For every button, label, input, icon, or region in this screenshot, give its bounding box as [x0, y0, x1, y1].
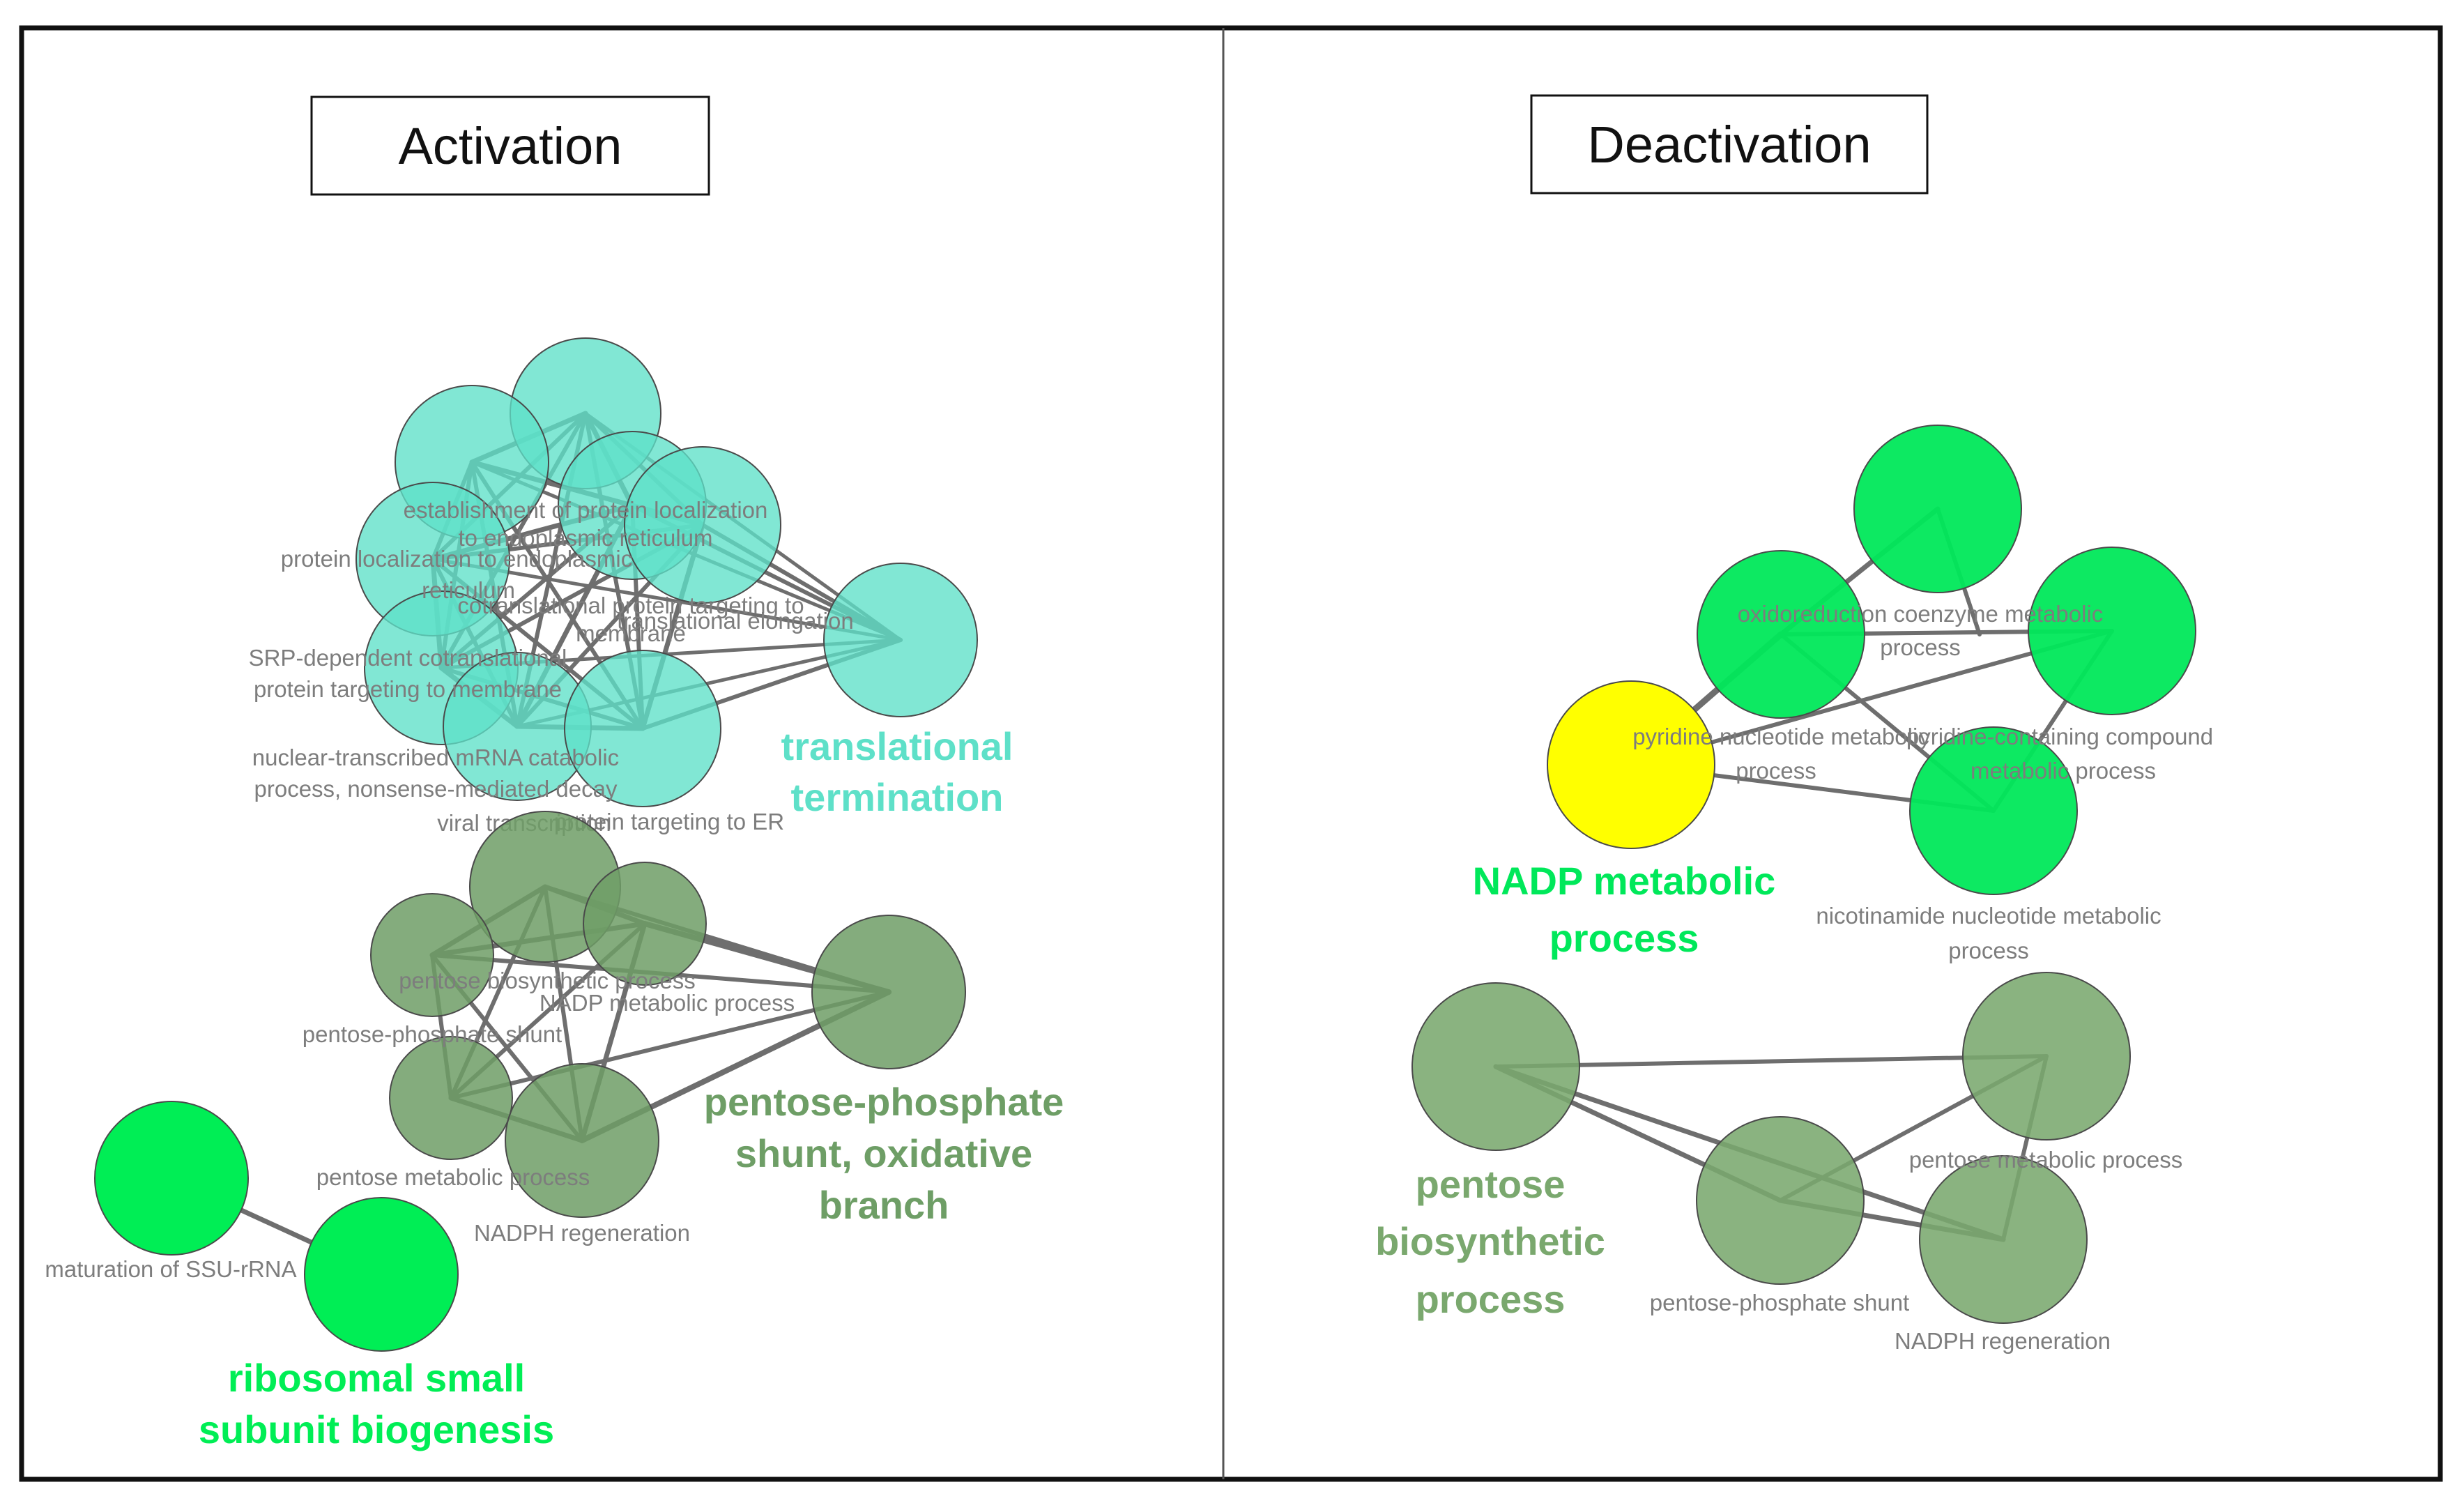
- node-pentose-activation-4[interactable]: [811, 915, 966, 1069]
- node-label: pyridine-containing compound: [1906, 724, 2213, 749]
- activation-panel: Activation: [45, 96, 1064, 1451]
- cluster-label-pentose-phosphate-line1: pentose-phosphate: [704, 1080, 1064, 1124]
- node-label: metabolic process: [1971, 758, 2156, 784]
- node-label: protein targeting to membrane: [254, 676, 562, 702]
- node-pentose-activation-2[interactable]: [583, 862, 707, 986]
- cluster-label-pentose-biosynthetic-line3: process: [1416, 1277, 1566, 1321]
- cluster-label-nadp-line2: process: [1549, 916, 1699, 960]
- cluster-label-ribosomal-line2: subunit biogenesis: [199, 1407, 554, 1451]
- node-pentose-deactivation-1[interactable]: [1411, 982, 1580, 1151]
- node-label: NADPH regeneration: [474, 1220, 690, 1246]
- node-ribosome-2[interactable]: [304, 1197, 459, 1352]
- pentose-deactivation-nodes: [1411, 972, 2131, 1324]
- node-label: process: [1948, 938, 2029, 963]
- node-pentose-deactivation-4[interactable]: [1919, 1155, 2088, 1324]
- node-pentose-deactivation-3[interactable]: [1696, 1116, 1865, 1285]
- node-nadp-3[interactable]: [2028, 547, 2196, 715]
- node-label: pentose biosynthetic process: [399, 968, 696, 993]
- node-label: pentose-phosphate shunt: [303, 1021, 562, 1047]
- node-label: establishment of protein localization: [404, 497, 768, 523]
- node-ribosome-1[interactable]: [94, 1101, 249, 1256]
- node-label: pentose metabolic process: [316, 1164, 590, 1190]
- cluster-label-pentose-biosynthetic-line2: biosynthetic: [1375, 1219, 1605, 1263]
- node-label: pentose metabolic process: [1909, 1147, 2183, 1173]
- node-pentose-activation-5[interactable]: [389, 1036, 513, 1160]
- node-label: cotranslational protein targeting to: [457, 593, 804, 618]
- node-label: process, nonsense-mediated decay: [254, 776, 618, 802]
- node-label: to endoplasmic reticulum: [459, 525, 713, 551]
- nadp-node-labels: oxidoreduction coenzyme metabolic proces…: [1632, 601, 2213, 963]
- cluster-label-pentose-phosphate-line2: shunt, oxidative: [735, 1131, 1032, 1175]
- cluster-label-ribosomal-line1: ribosomal small: [228, 1356, 525, 1400]
- cluster-label-translational-termination-line1: translational: [781, 724, 1013, 768]
- node-label: translational elongation: [617, 608, 853, 634]
- node-label: NADPH regeneration: [1895, 1328, 2111, 1354]
- node-pentose-activation-3[interactable]: [370, 893, 494, 1017]
- node-label: NADP metabolic process: [540, 990, 795, 1016]
- cluster-label-pentose-phosphate-line3: branch: [819, 1183, 949, 1227]
- translation-nodes: [355, 337, 978, 807]
- pentose-activation-nodes: [370, 811, 966, 1218]
- node-translation-8[interactable]: [564, 650, 721, 807]
- node-nadp-1[interactable]: [1853, 425, 2022, 593]
- node-translation-4[interactable]: [624, 446, 781, 604]
- activation-title: Activation: [399, 117, 622, 175]
- deactivation-title-box: [1530, 94, 1929, 194]
- pentose-deactivation-node-labels: pentose metabolic process pentose-phosph…: [1650, 1147, 2183, 1354]
- node-label: maturation of SSU-rRNA: [45, 1256, 296, 1282]
- cluster-label-nadp-line1: NADP metabolic: [1473, 859, 1776, 903]
- cluster-label-pentose-biosynthetic-line1: pentose: [1416, 1162, 1566, 1206]
- node-translation-9[interactable]: [823, 563, 978, 717]
- deactivation-panel: Deactivation oxidoreduction coenzyme met…: [1375, 94, 2213, 1354]
- node-nadp-2[interactable]: [1697, 550, 1865, 719]
- node-label: process: [1736, 758, 1816, 784]
- activation-title-box: [310, 96, 710, 196]
- node-label: nicotinamide nucleotide metabolic: [1816, 903, 2161, 929]
- node-label: pentose-phosphate shunt: [1650, 1290, 1909, 1315]
- node-label: membrane: [576, 620, 686, 646]
- node-label: process: [1880, 634, 1961, 660]
- node-label: SRP-dependent cotranslational: [249, 645, 567, 671]
- node-nadp-highlight[interactable]: [1547, 680, 1715, 849]
- node-label: pyridine nucleotide metabolic: [1632, 724, 1929, 749]
- node-label: oxidoreduction coenzyme metabolic: [1738, 601, 2104, 627]
- nadp-nodes: [1547, 425, 2196, 895]
- node-pentose-activation-6[interactable]: [505, 1063, 659, 1218]
- pentose-activation-node-labels: pentose biosynthetic process NADP metabo…: [303, 968, 795, 1246]
- node-label: reticulum: [422, 577, 515, 603]
- node-pentose-deactivation-2[interactable]: [1962, 972, 2131, 1140]
- outer-frame: [19, 25, 2443, 1482]
- cluster-label-translational-termination-line2: termination: [791, 775, 1004, 819]
- node-label: protein localization to endoplasmic: [281, 546, 632, 572]
- node-label: nuclear-transcribed mRNA catabolic: [252, 745, 619, 770]
- translation-node-labels: establishment of protein localization to…: [249, 497, 854, 836]
- node-nadp-4[interactable]: [1909, 726, 2078, 895]
- deactivation-title: Deactivation: [1587, 116, 1871, 174]
